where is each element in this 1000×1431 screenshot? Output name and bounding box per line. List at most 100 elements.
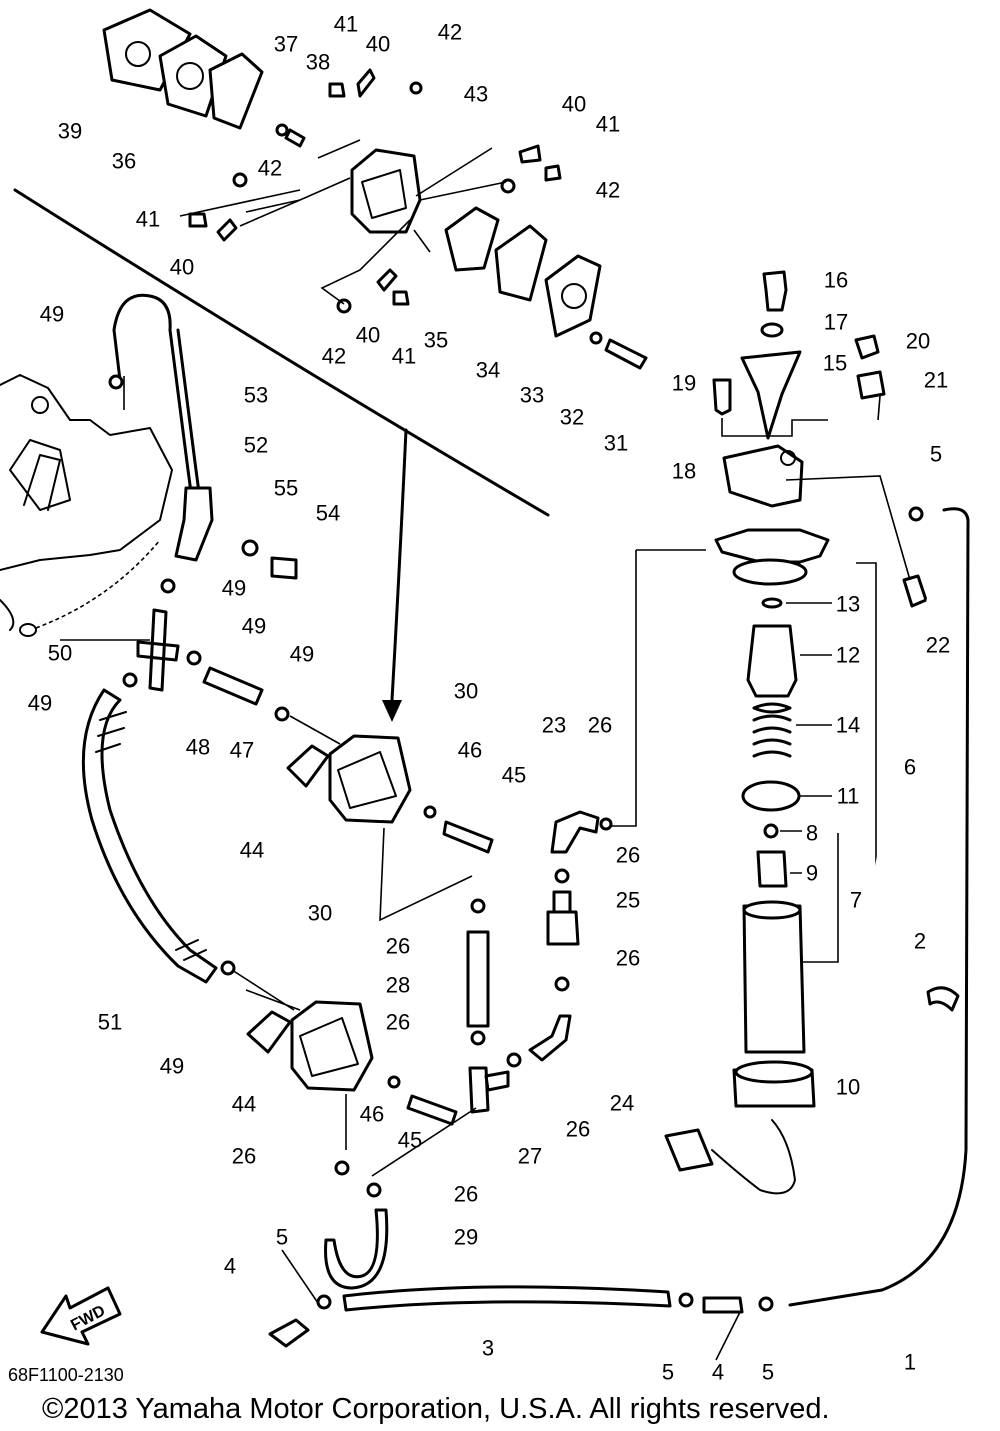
callout-41: 41 [136, 207, 160, 232]
callout-42: 42 [322, 344, 346, 369]
callout-3: 3 [482, 1336, 494, 1361]
plug-54 [270, 556, 298, 580]
callout-19: 19 [672, 371, 696, 396]
callout-15: 15 [823, 351, 847, 376]
bolt-16 [762, 270, 788, 312]
callout-39: 39 [58, 119, 82, 144]
pump-cover-33 [544, 254, 602, 338]
clip-8 [763, 823, 779, 839]
callout-4: 4 [224, 1254, 236, 1279]
callout-6: 6 [904, 755, 916, 780]
callout-51: 51 [98, 1010, 122, 1035]
callout-5: 5 [930, 442, 942, 467]
hose-24 [528, 1014, 572, 1062]
bracket-15 [740, 350, 802, 440]
callout-1: 1 [904, 1350, 916, 1375]
diagram-code: 68F1100-2130 [8, 1365, 124, 1385]
diaphragm-35 [444, 206, 500, 272]
callout-14: 14 [836, 713, 860, 738]
callout-49: 49 [40, 302, 64, 327]
hose-53 [112, 293, 202, 502]
callout-26: 26 [386, 934, 410, 959]
cowling-section-line [13, 188, 550, 517]
callout-5: 5 [276, 1225, 288, 1250]
washer-17 [760, 322, 784, 338]
sensor-connector [664, 1128, 714, 1172]
callout-26: 26 [232, 1144, 256, 1169]
callout-26: 26 [588, 713, 612, 738]
callout-49: 49 [242, 614, 266, 639]
callout-12: 12 [836, 643, 860, 668]
callout-16: 16 [824, 268, 848, 293]
washer-55 [241, 539, 259, 557]
callout-27: 27 [518, 1144, 542, 1169]
callout-32: 32 [560, 405, 584, 430]
callout-31: 31 [604, 431, 628, 456]
callout-11: 11 [837, 784, 860, 809]
screw-31 [604, 338, 648, 370]
callout-5: 5 [762, 1360, 774, 1385]
callout-26: 26 [616, 843, 640, 868]
callout-44: 44 [240, 838, 264, 863]
fuel-pumps [245, 715, 494, 1177]
callout-26: 26 [566, 1117, 590, 1142]
callout-40: 40 [366, 32, 390, 57]
callout-42: 42 [258, 156, 282, 181]
callout-17: 17 [824, 310, 848, 335]
gasket-44-lower [246, 1010, 292, 1054]
callout-8: 8 [806, 821, 818, 846]
bolt-45-lower [406, 1094, 458, 1126]
fuel-pump-30-upper [328, 734, 412, 824]
callout-18: 18 [672, 459, 696, 484]
forward-direction-arrow: FWD [40, 1286, 122, 1346]
callout-30: 30 [308, 901, 332, 926]
fuel-hoses [268, 507, 970, 1361]
callout-44: 44 [232, 1092, 256, 1117]
callout-13: 13 [836, 592, 860, 617]
plate [208, 52, 264, 130]
bolt-19 [712, 378, 732, 416]
callout-20: 20 [906, 329, 930, 354]
upper-fuel-pump-assembly [102, 8, 648, 370]
callout-45: 45 [502, 763, 526, 788]
callout-46: 46 [458, 738, 482, 763]
callout-48: 48 [186, 735, 210, 760]
callout-49: 49 [160, 1054, 184, 1079]
callout-10: 10 [836, 1075, 860, 1100]
callout-42: 42 [596, 178, 620, 203]
callout-9: 9 [806, 861, 818, 886]
callout-40: 40 [562, 92, 586, 117]
callout-41: 41 [596, 112, 620, 137]
callout-42: 42 [438, 20, 462, 45]
callout-24: 24 [610, 1091, 634, 1116]
callout-35: 35 [424, 328, 448, 353]
callout-45: 45 [398, 1128, 422, 1153]
hose-23 [550, 810, 600, 854]
joint-27 [468, 1066, 510, 1114]
callout-37: 37 [274, 32, 298, 57]
clamp-2 [926, 986, 960, 1012]
callout-26: 26 [616, 946, 640, 971]
callout-55: 55 [274, 476, 298, 501]
powerhead-outline [0, 374, 173, 637]
filter-head [714, 528, 830, 564]
hose-29 [324, 1208, 389, 1290]
callout-46: 46 [360, 1102, 384, 1127]
fuel-filter-assembly [664, 528, 877, 1195]
joint-4b [702, 1296, 744, 1314]
spring-38 [284, 128, 306, 148]
left-hose-group [60, 293, 924, 1312]
callout-26: 26 [454, 1182, 478, 1207]
callout-47: 47 [230, 738, 254, 763]
grommet-21 [856, 370, 886, 400]
callout-21: 21 [924, 368, 948, 393]
spring-37 [275, 123, 289, 137]
pipe-28 [466, 930, 490, 1028]
callout-26: 26 [386, 1010, 410, 1035]
callout-50: 50 [48, 641, 72, 666]
callout-34: 34 [476, 358, 500, 383]
callout-29: 29 [454, 1225, 478, 1250]
callout-49: 49 [222, 576, 246, 601]
